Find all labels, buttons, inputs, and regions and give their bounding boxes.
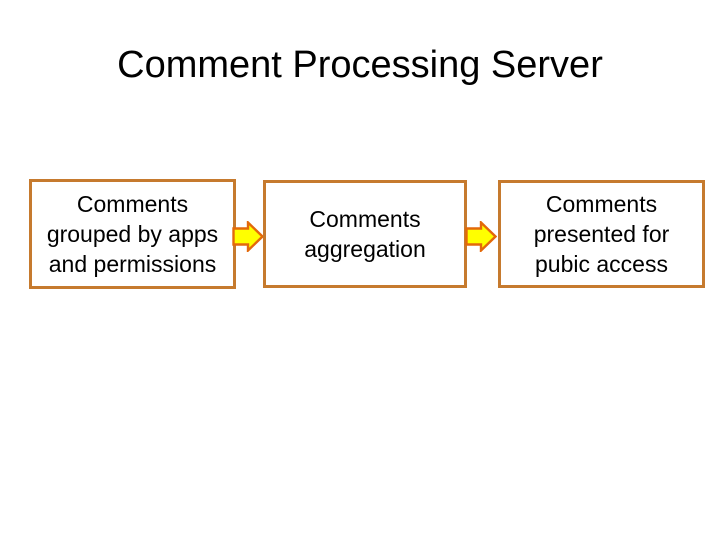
flow-box-comments-grouped: Comments grouped by apps and permissions — [29, 179, 236, 289]
box-text-line: Comments — [545, 191, 658, 217]
box-text-line: Comments — [76, 191, 189, 217]
slide-title: Comment Processing Server — [117, 44, 603, 86]
flow-box-comments-aggregation: Comments aggregation — [263, 180, 467, 288]
box-text-line: grouped by apps — [46, 221, 219, 247]
arrow-right-icon — [465, 221, 497, 252]
box-text-line: presented for — [533, 221, 670, 247]
box-text-line: aggregation — [304, 236, 426, 262]
box-text-line: pubic access — [535, 251, 668, 277]
flow-box-comments-presented: Comments presented for pubic access — [498, 180, 705, 288]
box-text-line: Comments — [309, 206, 421, 232]
box-text-line: and permissions — [48, 251, 217, 277]
arrow-right-icon — [232, 221, 264, 252]
